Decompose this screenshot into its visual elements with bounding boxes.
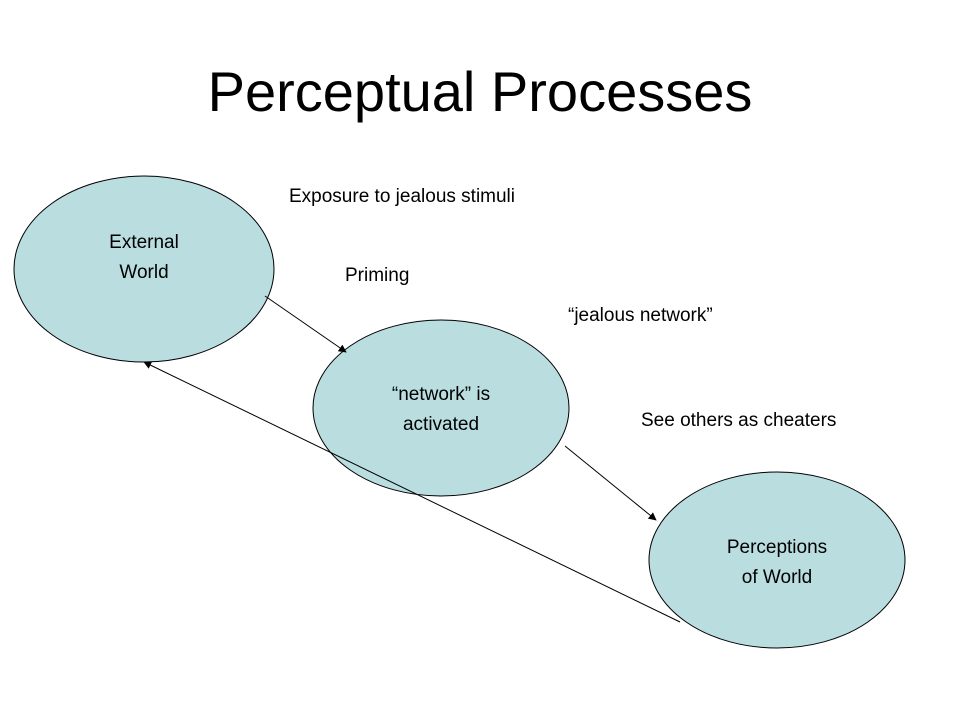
perceptions-label: Perceptions of World (726, 537, 828, 588)
network-activated-label: “network” is activated (391, 384, 491, 435)
see-others-annotation: See others as cheaters (641, 410, 837, 431)
arrow-network-to-perceptions (564, 445, 657, 521)
arrow-external-to-network (264, 295, 347, 353)
perceptions-node (648, 471, 906, 649)
network-activated-node (312, 319, 570, 497)
priming-annotation: Priming (345, 265, 410, 286)
external-world-label: External World (109, 232, 179, 283)
arrow-perceptions-to-external (143, 361, 681, 623)
slide-title: Perceptual Processes (207, 60, 753, 123)
jealous-network-annotation: “jealous network” (568, 305, 713, 326)
exposure-annotation: Exposure to jealous stimuli (289, 186, 515, 207)
